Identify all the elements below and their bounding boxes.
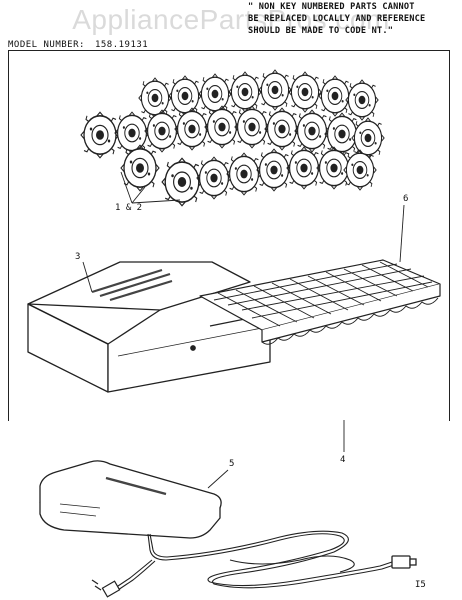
page-code: I5 xyxy=(415,580,426,590)
cam-disc xyxy=(144,109,180,153)
cam-disc xyxy=(204,105,240,149)
callout-assembly: 4 xyxy=(340,455,346,465)
cam-disc xyxy=(324,112,360,156)
cam-disc xyxy=(343,149,377,191)
cam-disc xyxy=(120,144,160,192)
cam-disc xyxy=(196,156,232,200)
cam-disc xyxy=(288,71,322,113)
cord-connector xyxy=(391,555,417,569)
cam-disc xyxy=(234,105,270,149)
cam-storage-case xyxy=(27,261,271,393)
cam-disc xyxy=(345,79,379,121)
cam-disc xyxy=(174,107,210,151)
cam-disc xyxy=(318,75,352,117)
callout-case: 3 xyxy=(75,252,81,262)
parts-note: " NON KEY NUMBERED PARTS CANNOT BE REPLA… xyxy=(248,2,460,37)
tray-leader xyxy=(399,204,405,263)
cam-leaders xyxy=(120,171,181,204)
cam-disc xyxy=(168,75,202,117)
cam-discs xyxy=(80,69,385,207)
callout-cams: 1 & 2 xyxy=(115,203,143,213)
cam-disc xyxy=(138,77,172,119)
cam-disc xyxy=(114,111,150,155)
case-leader xyxy=(82,261,93,293)
cam-disc xyxy=(226,152,262,196)
cam-disc xyxy=(294,109,330,153)
model-number: MODEL NUMBER: 158.19131 xyxy=(8,40,148,50)
parts-note-line: SHOULD BE MADE TO CODE NT." xyxy=(248,25,394,36)
assembly-frame xyxy=(8,50,450,421)
power-cord xyxy=(111,530,395,593)
foot-control-pedal xyxy=(39,460,222,539)
parts-note-line: BE REPLACED LOCALLY AND REFERENCE xyxy=(248,13,426,24)
wall-plug xyxy=(91,579,121,598)
cam-disc xyxy=(286,146,322,190)
pedal-leader xyxy=(207,469,229,489)
cam-disc xyxy=(161,157,203,207)
insert-tray xyxy=(199,259,441,345)
model-number-label: MODEL NUMBER: xyxy=(8,40,85,50)
callout-pedal: 5 xyxy=(229,459,235,469)
cam-disc xyxy=(80,111,120,159)
cam-disc xyxy=(258,69,292,111)
cam-disc xyxy=(198,73,232,115)
cam-disc xyxy=(256,148,292,192)
callout-tray: 6 xyxy=(403,194,409,204)
parts-note-line: " NON KEY NUMBERED PARTS CANNOT xyxy=(248,2,415,12)
cam-disc xyxy=(351,117,385,159)
model-number-value: 158.19131 xyxy=(94,40,149,50)
cam-disc xyxy=(264,107,300,151)
cam-disc xyxy=(228,71,262,113)
